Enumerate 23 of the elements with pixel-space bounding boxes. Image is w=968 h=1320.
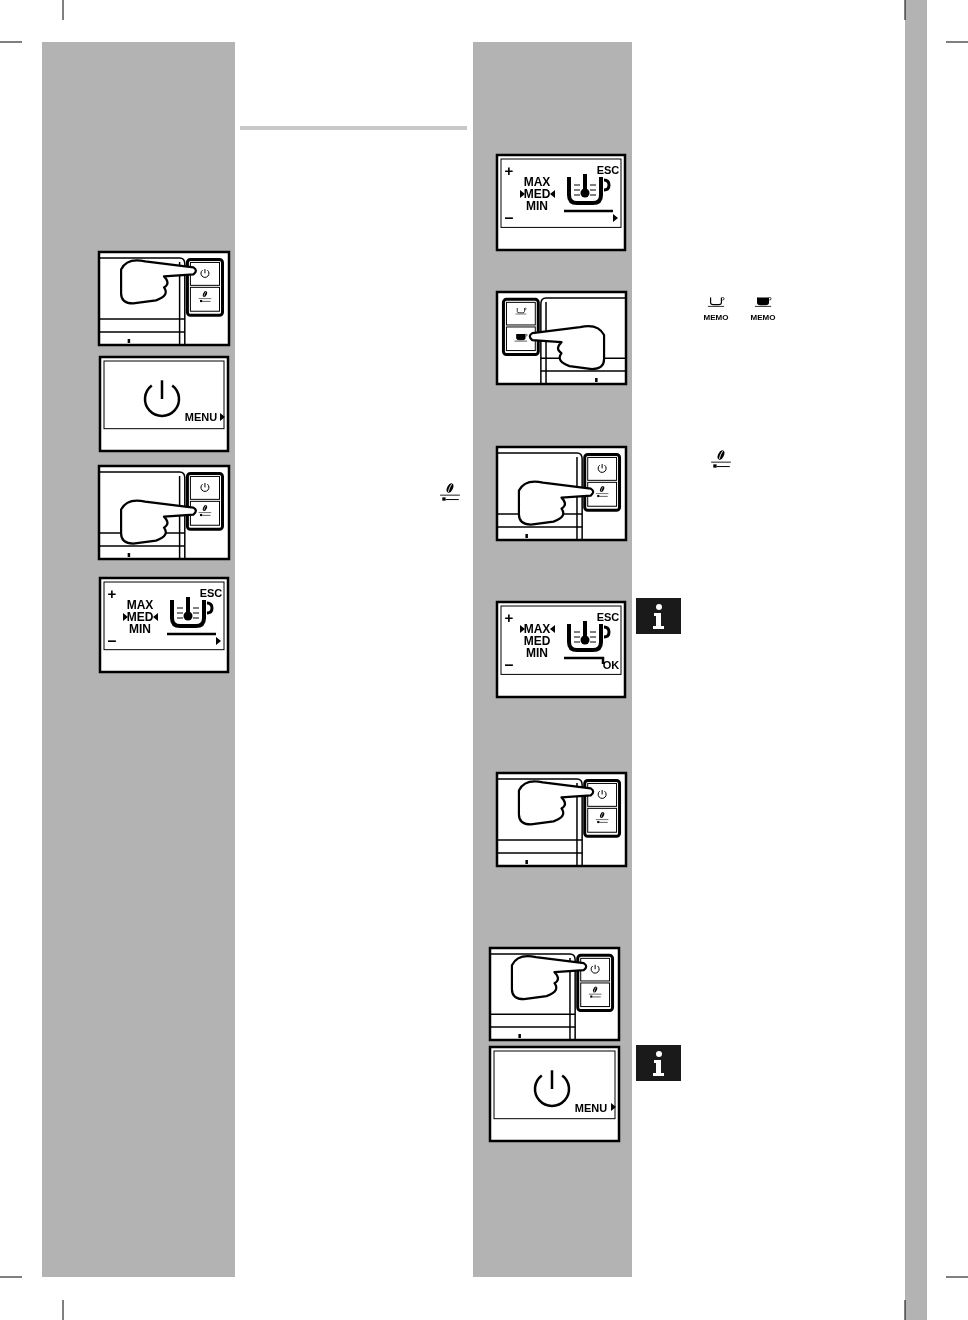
display-text: MENU — [574, 1102, 608, 1114]
display-text: + — [504, 609, 514, 625]
display-text: MED — [523, 635, 551, 647]
icon-caption: MEMO — [703, 314, 729, 322]
display-text: MIN — [526, 200, 548, 212]
display-text: MIN — [129, 623, 151, 635]
display-text: ESC — [596, 164, 620, 176]
display-text: – — [504, 657, 514, 673]
display-text: – — [107, 633, 117, 649]
display-text: + — [504, 162, 514, 178]
display-text: MED — [523, 188, 551, 200]
display-text: – — [504, 210, 514, 226]
display-text: + — [107, 585, 117, 601]
display-text: ESC — [199, 587, 223, 599]
display-text: MENU — [184, 411, 218, 423]
icon-caption: MEMO — [750, 314, 776, 322]
display-text: MAX — [523, 623, 551, 635]
display-text: MIN — [526, 647, 548, 659]
display-text: OK — [602, 659, 620, 671]
display-text: MAX — [523, 176, 551, 188]
display-text: MED — [126, 611, 154, 623]
display-text: ESC — [596, 611, 620, 623]
display-text: MAX — [126, 599, 154, 611]
